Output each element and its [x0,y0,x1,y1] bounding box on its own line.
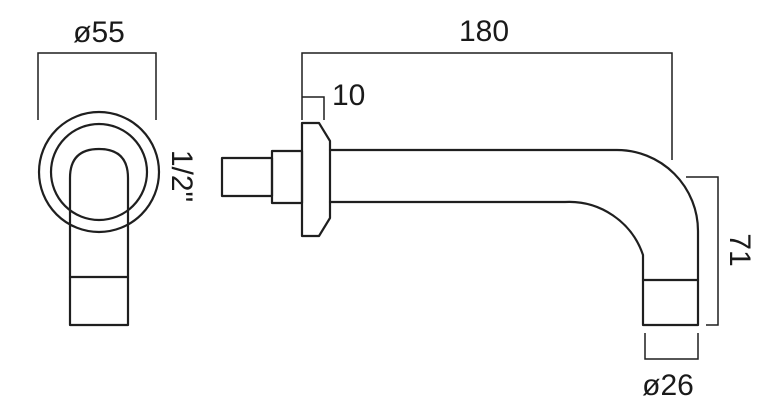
outlet-diameter-label: ø26 [642,369,694,402]
flange-thickness-label: 10 [332,79,365,112]
flange-diameter-dimension-line [37,52,157,120]
front-spout-body [68,147,130,327]
front-view [37,52,161,327]
length-label: 180 [459,15,509,48]
flange-diameter-label: ø55 [73,16,125,49]
flange-inner-circle [49,122,149,222]
drop-height-dimension-line [686,176,719,326]
flange-thickness-dimension-line [302,96,325,120]
connector-collar [270,149,304,205]
side-view [220,52,719,360]
outlet-diameter-dimension-line [644,333,699,360]
spout-body [328,148,700,327]
flange-outer-circle [37,110,161,234]
drop-height-label: 71 [723,233,756,266]
length-dimension-line [301,52,673,160]
wall-flange [300,121,332,238]
thread-size-label: 1/2" [165,150,198,202]
thread-connector [220,156,274,198]
